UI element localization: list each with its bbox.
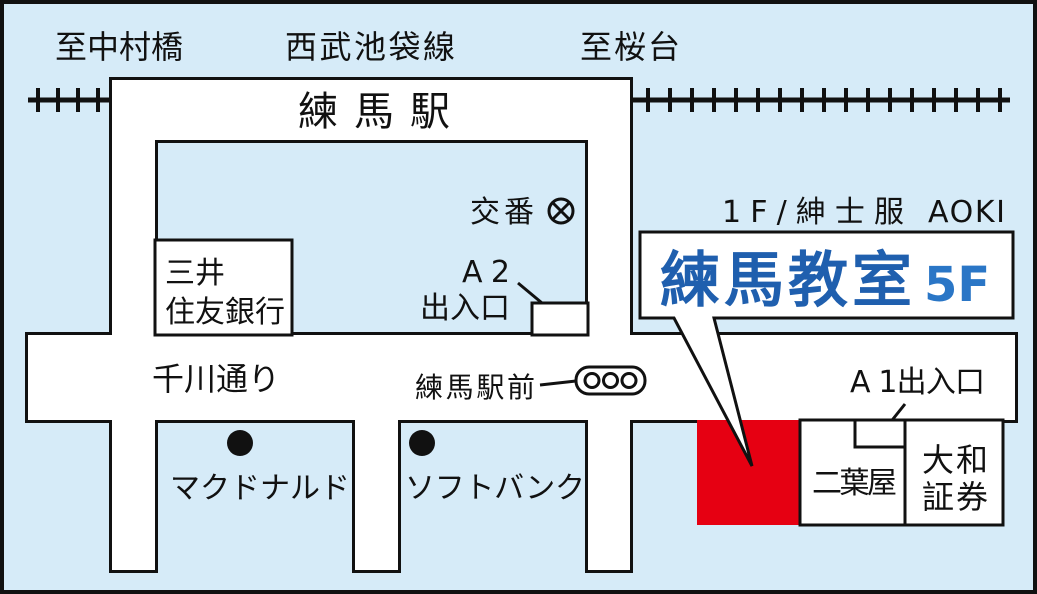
daiwa-label-line2: 証券: [922, 478, 988, 516]
callout-brand-note: AOKI: [928, 195, 1005, 230]
exit-a2-label-line1: A 2: [462, 255, 510, 290]
mcdonalds-marker-icon: [227, 430, 253, 456]
callout-floor: 5F: [924, 257, 990, 313]
exit-a2-marker: [530, 301, 590, 337]
futabaya-label: 二葉屋: [812, 466, 897, 501]
rail-ties: [36, 88, 1002, 112]
station-name: 練馬駅: [298, 89, 466, 135]
classroom-callout: [638, 230, 1015, 467]
line-name: 西武池袋線: [285, 28, 455, 66]
koban-cross-circle-icon: [547, 197, 575, 225]
target-building: [697, 420, 800, 525]
direction-nakamurabashi: 至中村橋: [55, 28, 183, 66]
bus-stop-icon: [574, 365, 647, 396]
exit-a1-marker: [853, 418, 907, 449]
exit-a1-label: A 1出入口: [850, 365, 985, 400]
softbank-marker-icon: [409, 430, 435, 456]
callout-floor-note: 1F/紳士服: [722, 195, 904, 230]
exit-a2-label-line2: 出入口: [420, 291, 510, 326]
bank-building: [153, 238, 294, 337]
bank-name-line2: 住友銀行: [165, 295, 285, 330]
bank-name-line1: 三井: [165, 256, 225, 291]
daiwa-building: [903, 418, 1005, 527]
bus-stop-leader-line: [539, 379, 577, 387]
street-name: 千川通り: [152, 360, 280, 398]
railway-seibu-ikebukuro: [28, 88, 1010, 112]
mcdonalds-label: マクドナルド: [170, 471, 350, 506]
direction-sakuradai: 至桜台: [580, 28, 680, 66]
daiwa-label-line1: 大和: [922, 441, 988, 479]
softbank-label: ソフトバンク: [405, 471, 585, 506]
